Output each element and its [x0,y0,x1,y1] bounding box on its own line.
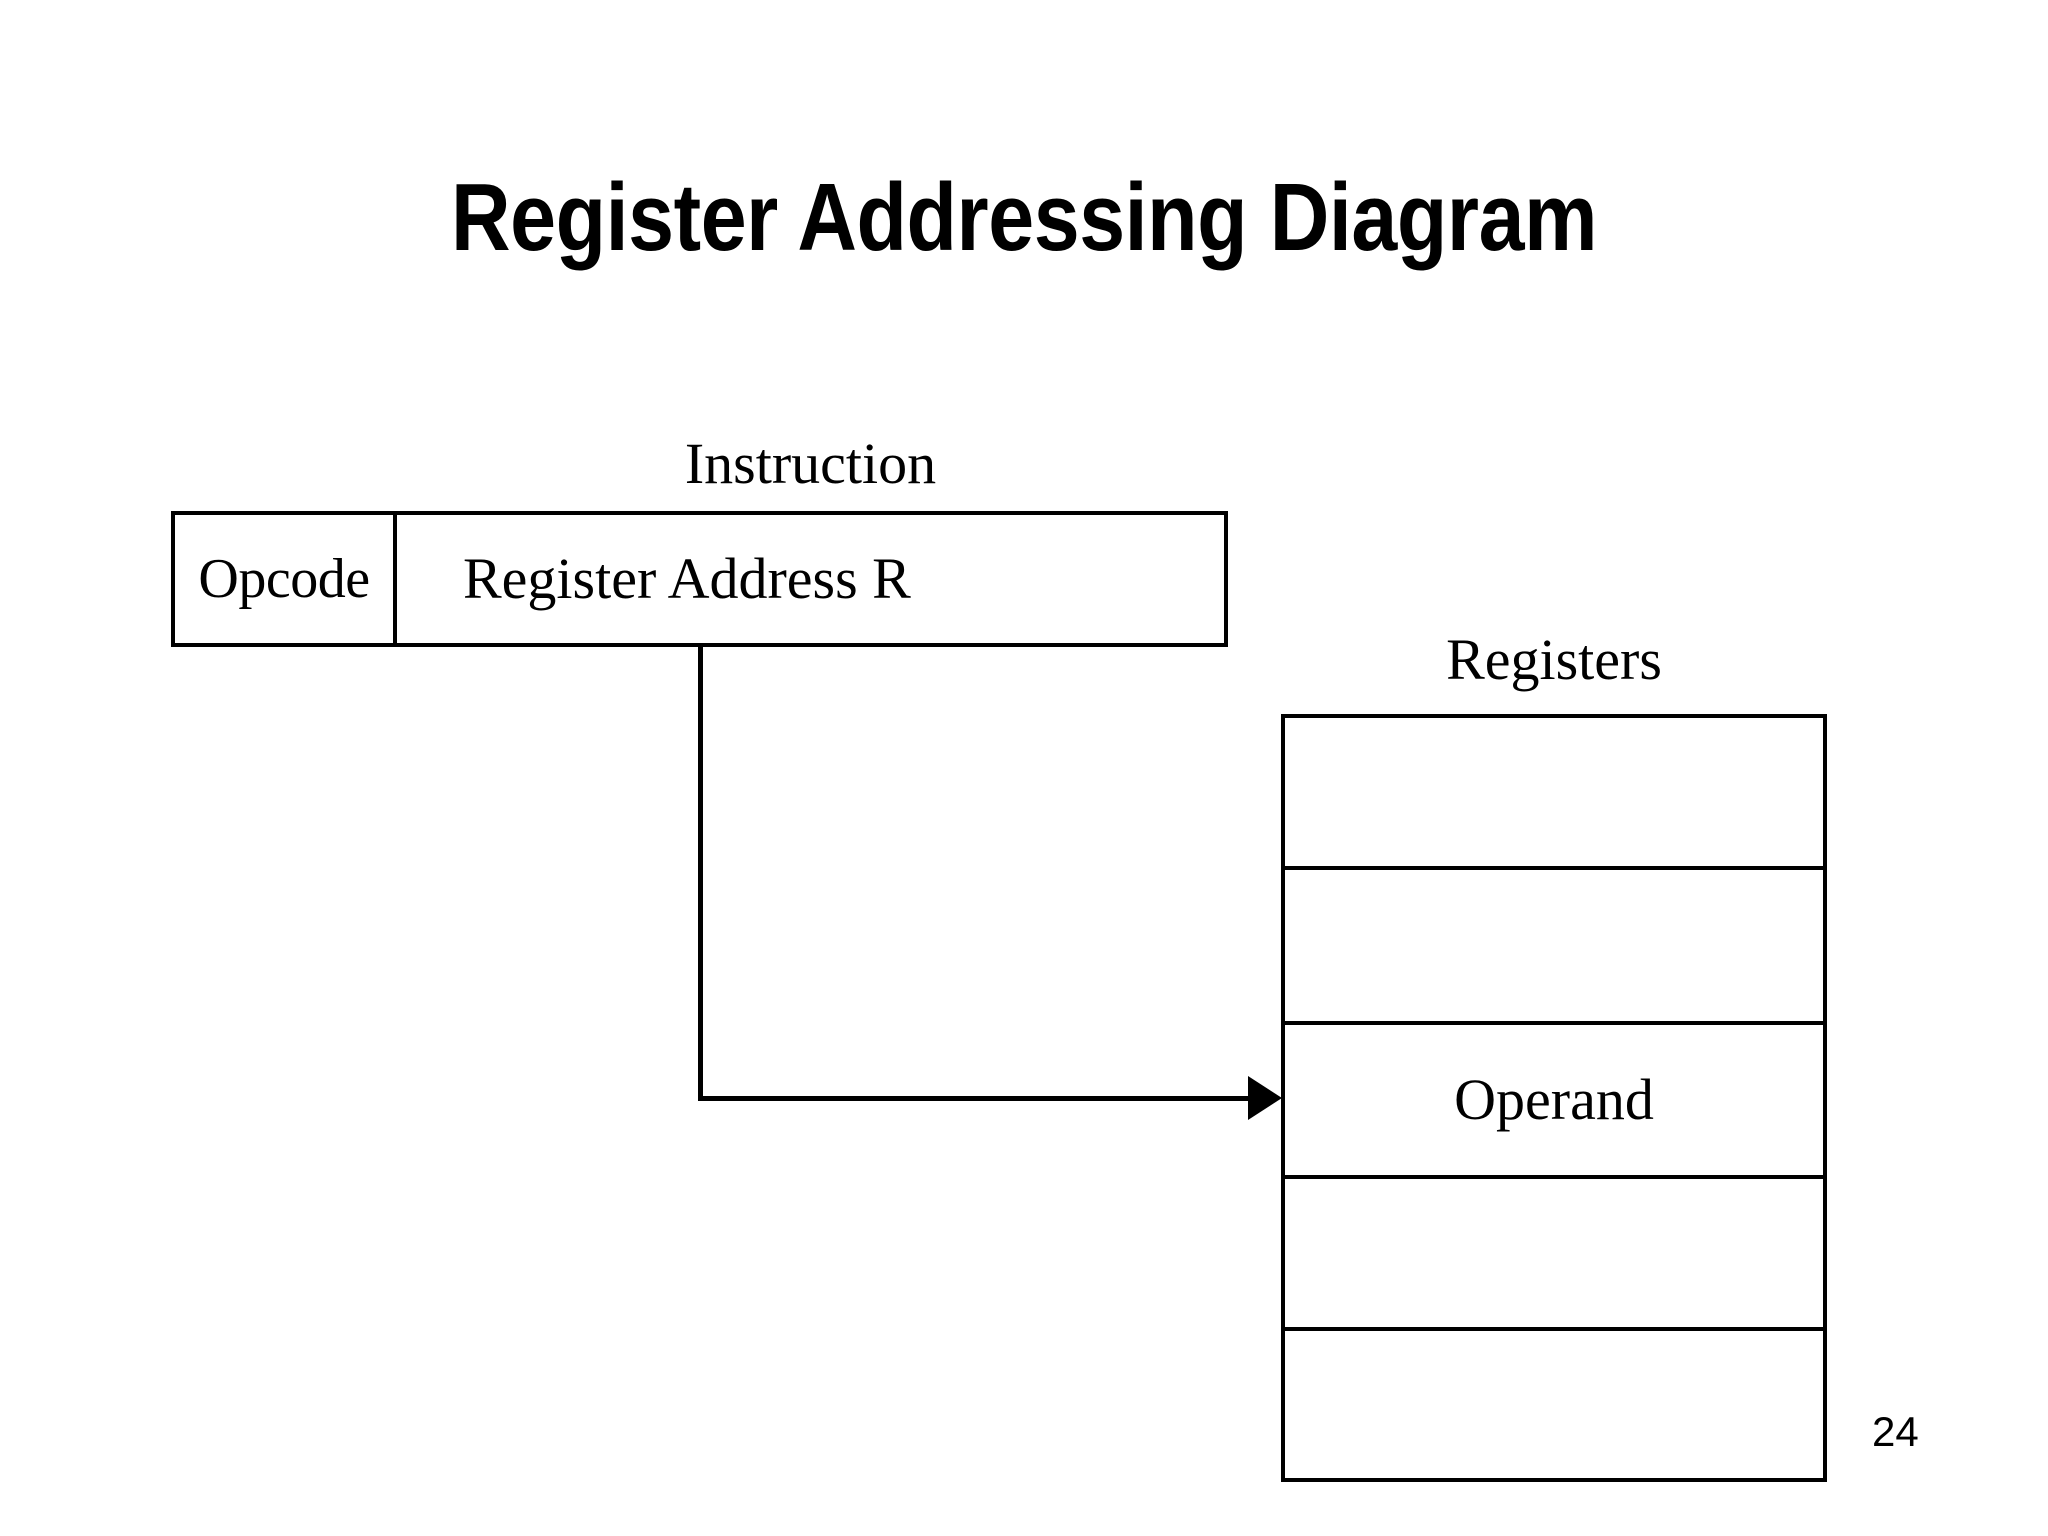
registers-row-operand: Operand [1285,1025,1823,1179]
arrow-right-icon [1248,1076,1282,1120]
instruction-box: Opcode Register Address R [171,511,1228,647]
page-title: Register Addressing Diagram [450,164,1598,272]
registers-row-operand-label: Operand [1454,1067,1654,1132]
registers-box: Operand [1281,714,1827,1482]
instruction-field-opcode-label: Opcode [198,548,370,610]
registers-row [1285,718,1823,870]
connector-horizontal-line [698,1096,1258,1101]
registers-caption: Registers [1446,627,1662,692]
instruction-field-register-address: Register Address R [397,515,1224,643]
registers-row [1285,1331,1823,1478]
instruction-field-opcode: Opcode [175,515,397,643]
instruction-field-register-address-label: Register Address R [463,546,911,611]
page-number: 24 [1872,1408,1919,1455]
registers-row [1285,870,1823,1025]
instruction-caption: Instruction [684,431,937,496]
connector-vertical-line [698,645,703,1101]
registers-row [1285,1179,1823,1331]
